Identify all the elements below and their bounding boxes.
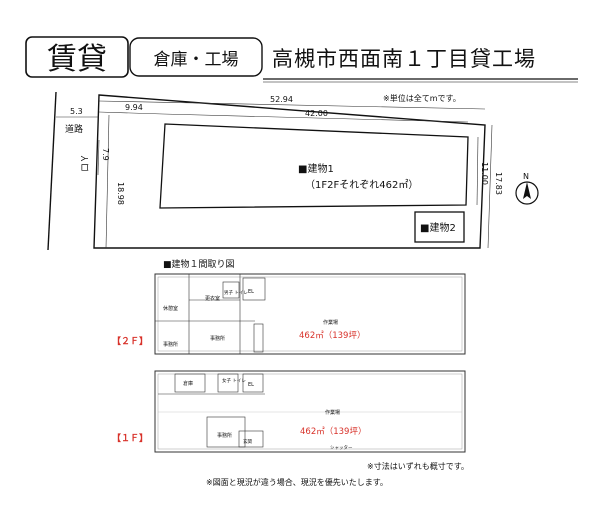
floor-plan-title: ■建物１間取り図: [163, 258, 235, 270]
floor-2-area: 462㎡（139坪）: [299, 330, 365, 341]
dim-building-depth-line: [476, 136, 479, 206]
priority-note: ※図面と現況が違う場合、現況を優先いたします。: [206, 477, 388, 487]
dim-building-length-line: [162, 113, 469, 123]
site-outline: [93, 94, 486, 249]
compass-label: N: [523, 172, 529, 181]
room-office-2f: 事務所: [210, 335, 225, 342]
floor-2-label: 【２Ｆ】: [112, 336, 148, 347]
dim-site-length: 52.94: [270, 95, 293, 104]
road-line: [47, 91, 57, 251]
compass-icon: N: [515, 172, 539, 205]
dim-left-line: [105, 114, 110, 249]
building-1-label: ■建物1: [298, 162, 334, 175]
category-frame: [129, 37, 263, 77]
floor-2: 休憩室 更衣室 男子 トイレ EL 事務所 事務所 作業場 462㎡（139坪）…: [112, 273, 466, 355]
floor-1-outline: [154, 370, 466, 453]
floor-plan: ■建物１間取り図 休憩室 更衣室 男子 トイレ EL 事務所 事務所 作業場 4…: [112, 258, 466, 453]
dim-west-setback: 9.94: [125, 103, 143, 112]
dim-site-depth-left: 18.98: [116, 182, 125, 205]
dim-left-partial: 7.9: [101, 148, 110, 161]
room-work-2f: 作業場: [323, 319, 338, 326]
room-storage: 倉庫: [183, 380, 193, 387]
room-el-1f: EL: [248, 382, 254, 388]
dimension-note: ※寸法はいずれも概寸です。: [367, 461, 469, 471]
side-label: ロＹ: [81, 154, 91, 172]
room-office-2f-b: 事務所: [163, 341, 178, 348]
badge-frame: [25, 36, 129, 78]
page-title: 高槻市西面南１丁目貸工場: [272, 47, 536, 71]
building-1-area: （1F2Fそれぞれ462㎡）: [305, 179, 418, 191]
room-work-1f: 作業場: [325, 409, 340, 416]
dim-building-depth: 11.00: [480, 162, 489, 185]
room-changing: 更衣室: [205, 295, 220, 302]
road-label: 道路: [65, 123, 83, 135]
site-plan: ※単位は全てmです。 道路 ロＹ ■建物1 （1F2Fそれぞれ462㎡） ■建物…: [47, 91, 539, 251]
dim-setback-line: [98, 111, 164, 115]
building-2: [414, 211, 465, 243]
building-1: [159, 123, 469, 209]
header: 賃貸 倉庫・工場 高槻市西面南１丁目貸工場: [25, 36, 578, 83]
dim-site-depth-right: 17.83: [494, 172, 503, 195]
room-rest: 休憩室: [163, 305, 178, 312]
shutter-label: シャッター: [330, 444, 353, 451]
category-label: 倉庫・工場: [154, 50, 239, 70]
dim-site-length-line: [98, 100, 486, 110]
unit-note: ※単位は全てmです。: [383, 93, 461, 103]
room-toilet-f: 女子 トイレ: [222, 377, 246, 384]
building-2-label: ■建物2: [420, 221, 456, 234]
dim-building-length: 42.00: [305, 109, 328, 118]
dim-right-line: [487, 124, 493, 249]
badge-label: 賃貸: [47, 42, 107, 77]
room-el-2f: EL: [248, 289, 254, 295]
floor-1-label: 【１Ｆ】: [112, 433, 148, 444]
floor-2-outline: [154, 273, 466, 355]
floor-1-area: 462㎡（139坪）: [300, 426, 366, 437]
room-entrance: 玄関: [243, 438, 252, 445]
dim-left-partial-line: [97, 139, 100, 176]
room-office-1f: 事務所: [217, 432, 232, 439]
room-toilet-m: 男子 トイレ: [224, 289, 248, 296]
dim-road-width: 5.3: [70, 107, 83, 116]
floor-1: 倉庫 女子 トイレ EL 事務所 玄関 作業場 シャッター 462㎡（139坪）…: [112, 370, 466, 453]
